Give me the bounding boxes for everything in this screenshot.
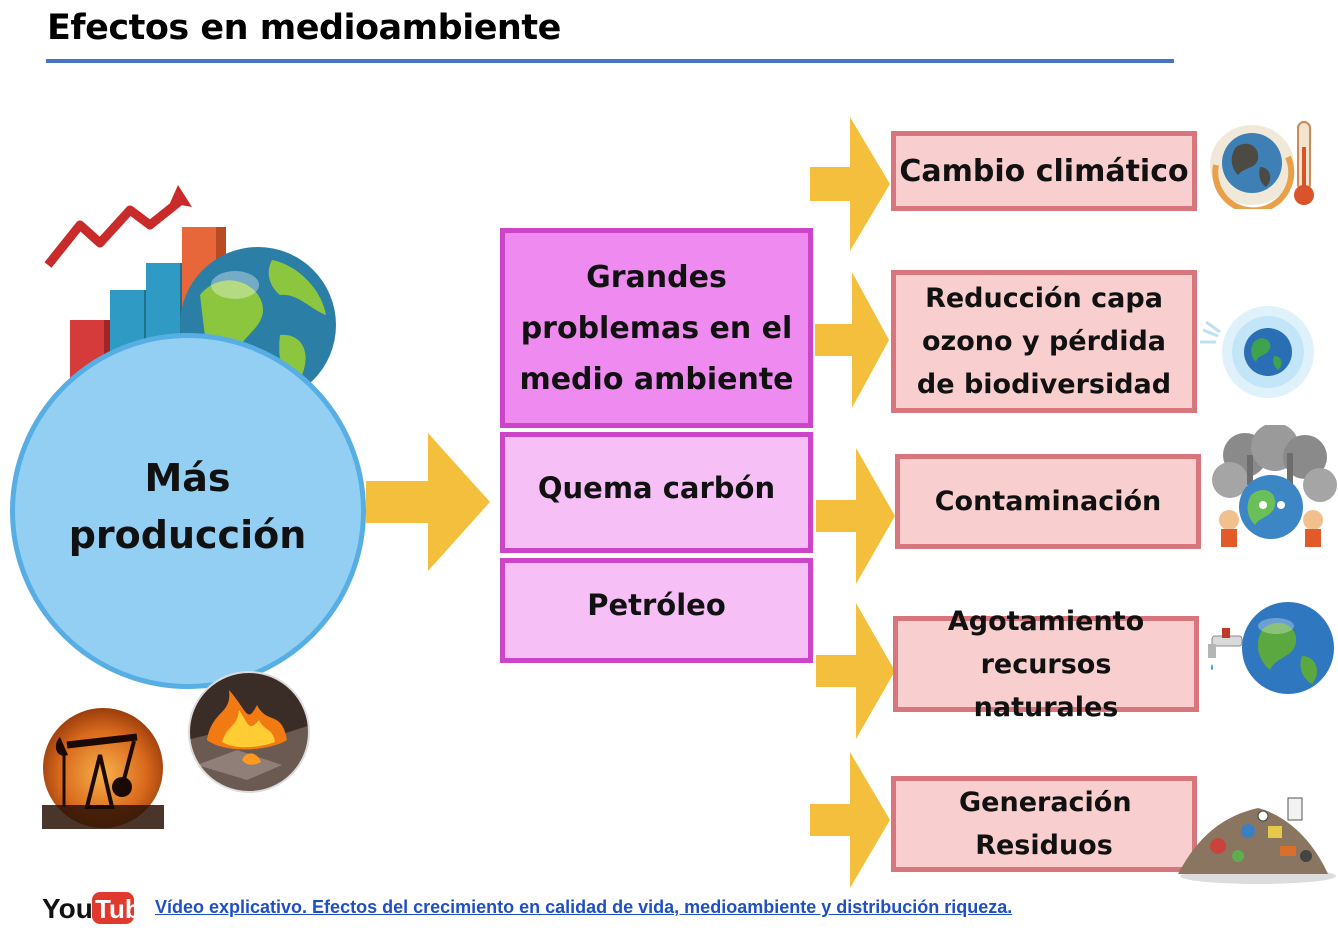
youtube-logo-icon[interactable]: You Tube — [42, 888, 136, 928]
svg-text:Tube: Tube — [95, 894, 136, 924]
effect-ozone-box: Reducción capa ozono y pérdida de biodiv… — [891, 270, 1197, 413]
globe-thermometer-icon — [1208, 117, 1328, 209]
effect-climate-box: Cambio climático — [891, 131, 1197, 211]
problems-header-box: Grandes problemas en el medio ambiente — [500, 228, 813, 428]
main-production-label: Más producción — [68, 456, 307, 557]
main-production-circle — [10, 333, 366, 689]
coal-box: Quema carbón — [500, 432, 813, 553]
oil-label: Petróleo — [587, 588, 726, 622]
effect-resources-label: Agotamiento recursos naturales — [947, 605, 1145, 723]
title-underline — [46, 59, 1174, 63]
coal-label: Quema carbón — [537, 471, 776, 505]
arrow-to-waste — [810, 752, 890, 888]
effect-waste-label: Generación Residuos — [959, 787, 1132, 861]
arrow-to-problems — [366, 433, 490, 571]
effect-ozone-label: Reducción capa ozono y pérdida de biodiv… — [916, 283, 1172, 400]
burning-coal-icon — [187, 670, 311, 794]
arrow-to-climate — [810, 117, 890, 251]
earth-ozone-icon — [1198, 300, 1318, 400]
garbage-pile-icon — [1168, 786, 1336, 884]
arrow-to-resources — [816, 603, 895, 739]
effect-pollution-box: Contaminación — [895, 454, 1201, 549]
effect-pollution-label: Contaminación — [934, 486, 1162, 517]
page-title: Efectos en medioambiente — [47, 8, 561, 48]
arrow-to-pollution — [816, 448, 895, 584]
problems-header-label: Grandes problemas en el medio ambiente — [519, 259, 794, 397]
effect-waste-box: Generación Residuos — [891, 776, 1197, 872]
effect-resources-box: Agotamiento recursos naturales — [893, 606, 1199, 723]
oil-pump-icon — [42, 707, 164, 829]
svg-text:You: You — [42, 893, 93, 924]
video-link[interactable]: Vídeo explicativo. Efectos del crecimien… — [155, 897, 1013, 917]
arrow-to-ozone — [815, 272, 889, 408]
effect-climate-label: Cambio climático — [899, 153, 1189, 189]
oil-box: Petróleo — [500, 558, 813, 663]
polluted-earth-icon — [1205, 425, 1338, 550]
earth-faucet-icon — [1202, 600, 1336, 700]
